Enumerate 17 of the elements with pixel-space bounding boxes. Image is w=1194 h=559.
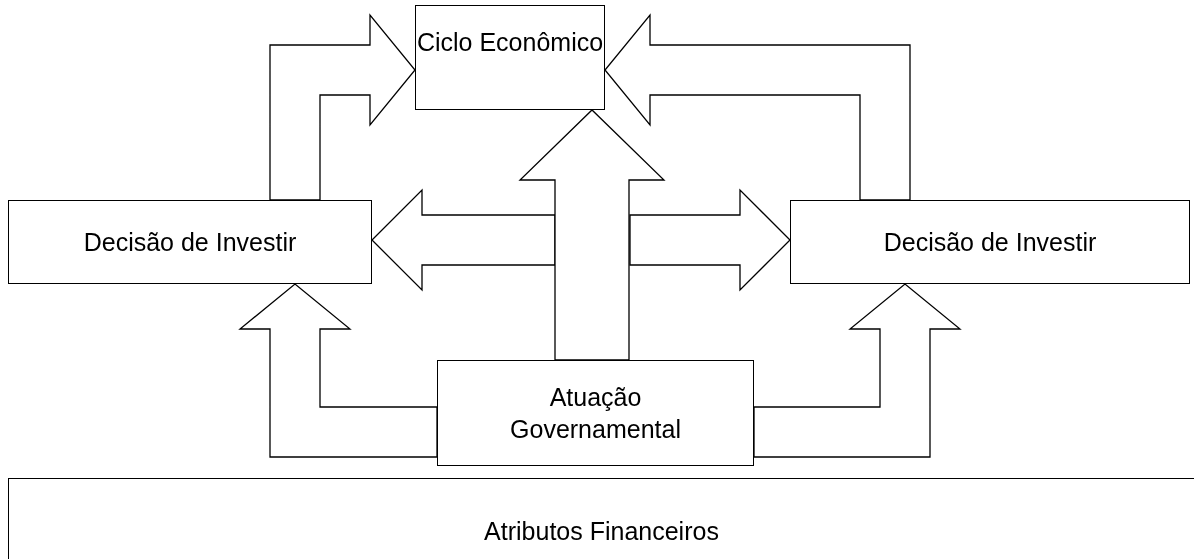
block-arrow: [238, 283, 438, 458]
box-label: Atributos Financeiros: [484, 516, 719, 547]
box-label: Ciclo Econômico: [416, 27, 604, 58]
box-label: Decisão de Investir: [83, 227, 297, 258]
block-arrow: [269, 13, 416, 201]
block-arrow: [604, 13, 911, 201]
box-label: Atuação Governamental: [509, 382, 682, 445]
process-box: [8, 478, 1194, 559]
block-arrow: [629, 188, 791, 292]
process-box: [8, 200, 372, 284]
process-box: [437, 360, 754, 466]
box-label: Decisão de Investir: [883, 227, 1097, 258]
process-box: [415, 5, 605, 110]
block-arrow: [371, 188, 556, 292]
block-arrow: [518, 109, 666, 361]
block-arrow: [753, 283, 962, 458]
process-box: [790, 200, 1190, 284]
